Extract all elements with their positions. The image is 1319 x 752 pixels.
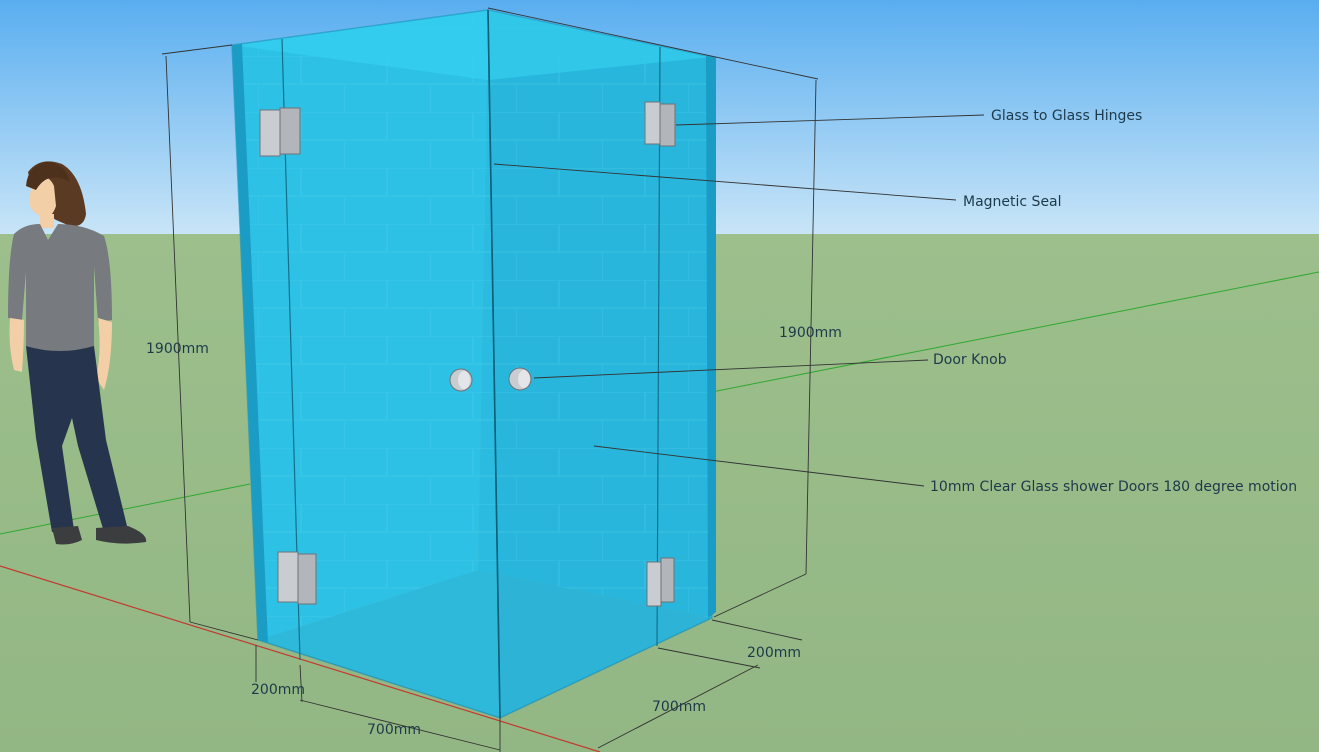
- hinge-top-right: [644, 101, 676, 147]
- dimension-height-right: 1900mm: [779, 325, 842, 341]
- door-knob-right: [508, 367, 532, 391]
- dimension-width-front: 700mm: [367, 722, 421, 738]
- leader-lines: [493, 114, 985, 487]
- hinge-top-left: [259, 107, 301, 157]
- dimension-panel-front-left: 200mm: [251, 682, 305, 698]
- person-figure-icon: [8, 161, 147, 545]
- dimension-panel-side-right: 200mm: [747, 645, 801, 661]
- axis-green-line-right: [711, 271, 1319, 393]
- annotation-hinges: Glass to Glass Hinges: [991, 108, 1142, 124]
- hinge-bottom-left: [277, 551, 317, 605]
- magnetic-seal-seam: [487, 9, 501, 719]
- door-knob-left: [449, 368, 473, 392]
- left-panel-edge: [232, 44, 268, 643]
- hinge-bottom-right: [646, 557, 675, 607]
- annotation-glass-doors: 10mm Clear Glass shower Doors 180 degree…: [930, 479, 1297, 495]
- dimension-height-left: 1900mm: [146, 341, 209, 357]
- dimension-lines: [161, 7, 819, 752]
- shower-enclosure: [231, 9, 716, 720]
- annotation-door-knob: Door Knob: [933, 352, 1007, 368]
- annotation-magnetic-seal: Magnetic Seal: [963, 194, 1062, 210]
- right-door-seam: [656, 46, 661, 647]
- axis-green-line: [0, 483, 251, 535]
- dimension-width-side: 700mm: [652, 699, 706, 715]
- front-right-glass-panel: [487, 9, 713, 720]
- right-panel-edge: [706, 56, 716, 618]
